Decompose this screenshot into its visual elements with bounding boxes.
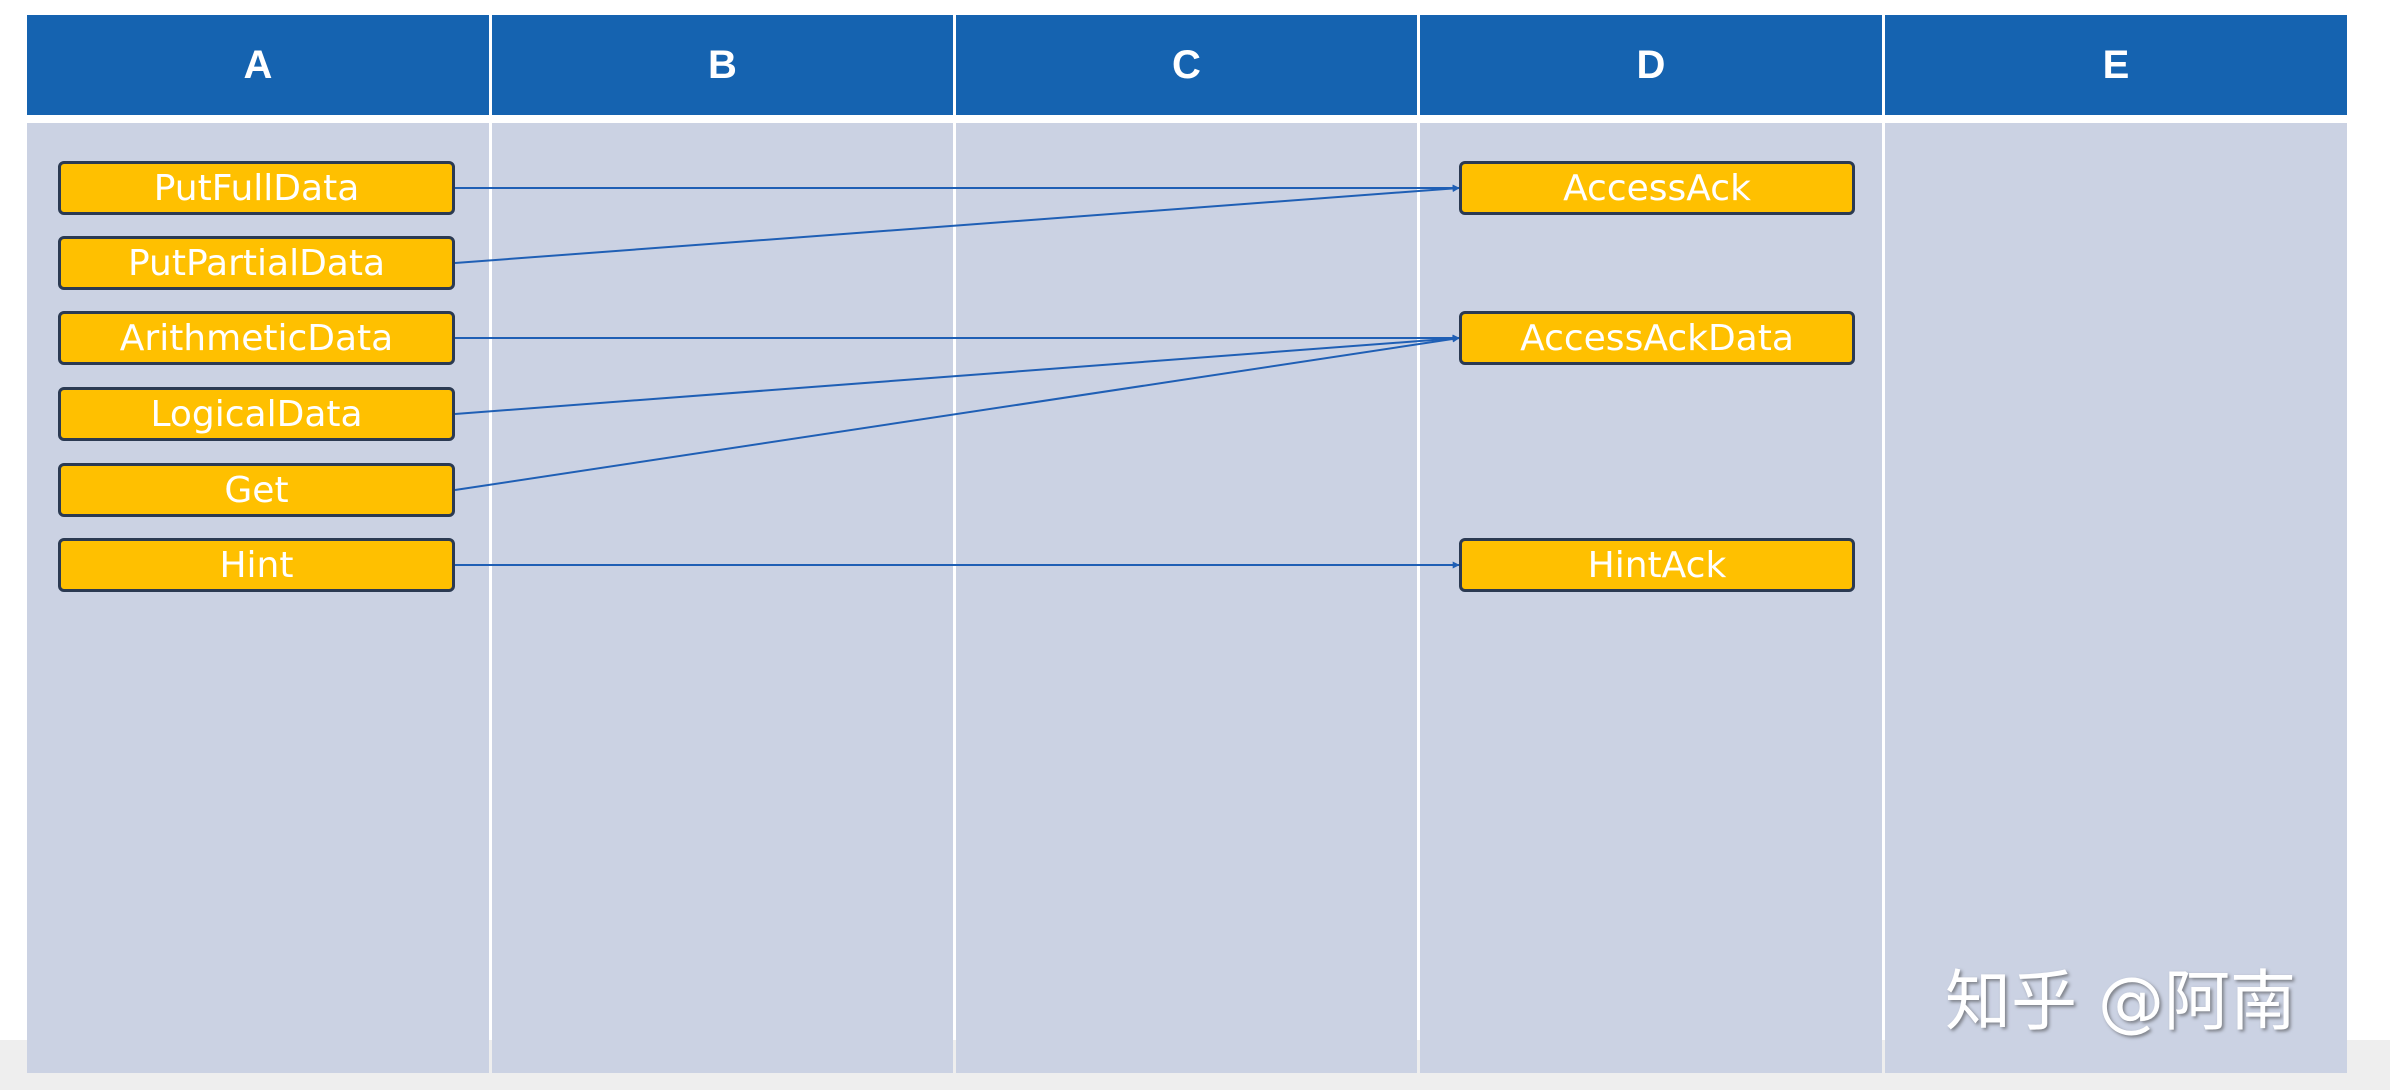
column-header-a: A	[27, 15, 489, 115]
request-box-putfulldata: PutFullData	[58, 161, 455, 215]
column-body-c	[956, 123, 1417, 1073]
request-box-logicaldata: LogicalData	[58, 387, 455, 441]
arrow-logicaldata-to-accessackdata	[454, 334, 1460, 415]
column-header-e: E	[1885, 15, 2347, 115]
column-header-d: D	[1420, 15, 1882, 115]
response-box-hintack: HintAck	[1459, 538, 1855, 592]
response-box-accessack: AccessAck	[1459, 161, 1855, 215]
response-box-accessackdata: AccessAckData	[1459, 311, 1855, 365]
request-box-arithmeticdata: ArithmeticData	[58, 311, 455, 365]
watermark: 知乎 @阿南	[1945, 963, 2296, 1040]
request-box-putpartialdata: PutPartialData	[58, 236, 455, 290]
column-header-b: B	[492, 15, 953, 115]
arrow-putpartialdata-to-accessack	[454, 184, 1460, 264]
arrow-get-to-accessackdata	[454, 335, 1460, 491]
column-body-e	[1885, 123, 2347, 1073]
request-box-get: Get	[58, 463, 455, 517]
request-box-hint: Hint	[58, 538, 455, 592]
column-body-b	[492, 123, 953, 1073]
column-header-c: C	[956, 15, 1417, 115]
column-body-d	[1420, 123, 1882, 1073]
